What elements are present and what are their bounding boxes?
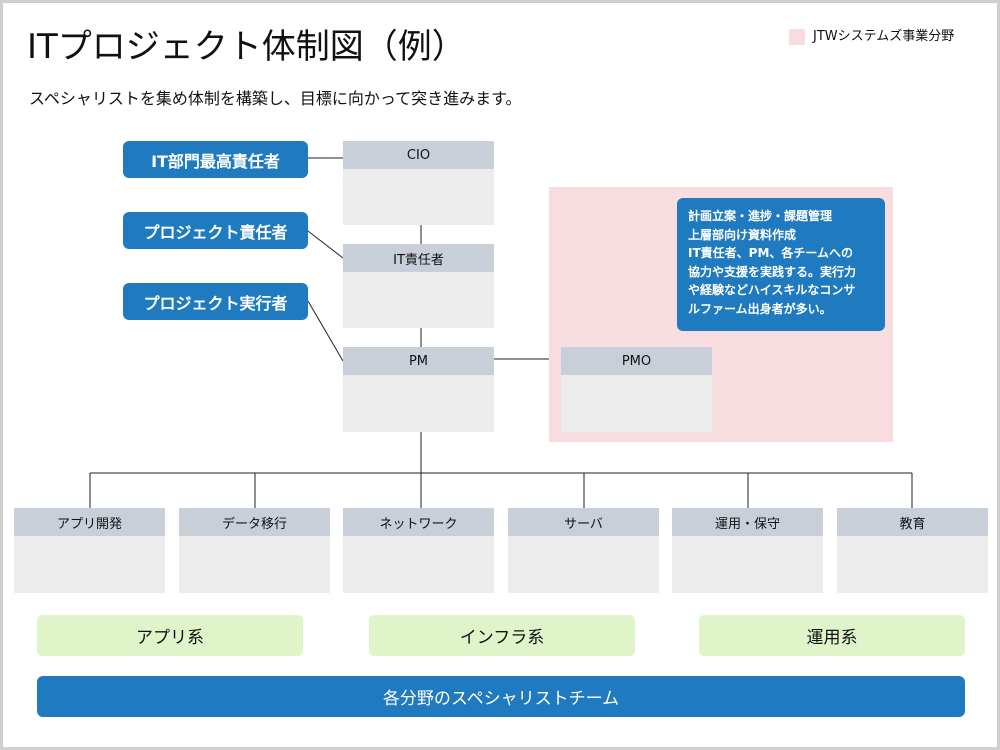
team-box: サーバ [508,508,659,593]
team-box: ネットワーク [343,508,494,593]
team-box-title: アプリ開発 [14,508,165,536]
team-box: 教育 [837,508,988,593]
team-box-title: データ移行 [179,508,330,536]
role-project-executor-label: プロジェクト実行者 [123,283,308,320]
line-owner-itmanager [307,230,344,259]
org-box-cio: CIO [343,141,494,225]
org-box-pm: PM [343,347,494,432]
org-box-it-manager-title: IT責任者 [343,244,494,272]
pmo-description-note: 計画立案・進捗・課題管理 上層部向け資料作成 IT責任者、PM、各チームへの 協… [677,198,885,331]
group-label-operations: 運用系 [699,615,965,656]
line-executor-pm [307,300,344,362]
role-cio-label: IT部門最高責任者 [123,141,308,178]
org-box-it-manager: IT責任者 [343,244,494,328]
legend-label: JTWシステムズ事業分野 [813,29,955,44]
team-box: 運用・保守 [672,508,823,593]
role-project-owner-label: プロジェクト責任者 [123,212,308,249]
group-label-infra: インフラ系 [369,615,635,656]
team-box: データ移行 [179,508,330,593]
legend-swatch [789,29,805,45]
org-box-pmo-title: PMO [561,347,712,375]
page-title: ITプロジェクト体制図（例） [27,27,466,67]
group-label-app: アプリ系 [37,615,303,656]
page-subtitle: スペシャリストを集め体制を構築し、目標に向かって突き進みます。 [29,89,522,108]
org-box-pm-title: PM [343,347,494,375]
org-box-cio-title: CIO [343,141,494,169]
org-box-pmo: PMO [561,347,712,432]
team-box-title: サーバ [508,508,659,536]
specialist-team-banner: 各分野のスペシャリストチーム [37,676,965,717]
team-box-title: 教育 [837,508,988,536]
team-box: アプリ開発 [14,508,165,593]
team-box-title: ネットワーク [343,508,494,536]
team-box-title: 運用・保守 [672,508,823,536]
